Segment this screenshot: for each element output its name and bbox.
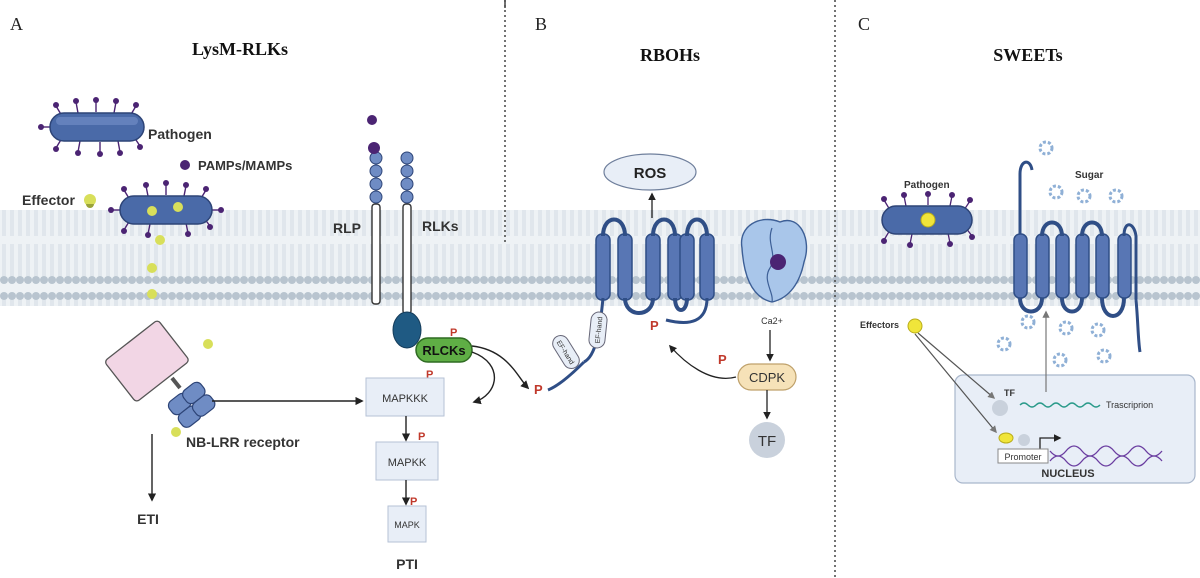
panel-c-title: SWEETs [993, 45, 1062, 65]
phospho-mapk: P [410, 496, 417, 508]
arrow-rlcks-mapkkk [471, 351, 496, 405]
mapkk-box [375, 441, 439, 481]
effector-label: Effector [22, 192, 75, 208]
pathogen-with-effectors-icon [108, 180, 224, 238]
pamp-bound-rlp-icon [368, 142, 380, 154]
calcium-channel-icon [740, 218, 808, 303]
panel-b-title: RBOHs [640, 45, 700, 65]
pathogen-label: Pathogen [148, 126, 212, 142]
arrow-effectors-tf [917, 332, 996, 399]
ef-hand-2-label: EF-hand [595, 316, 605, 344]
tf-bound-icon [1018, 434, 1030, 446]
transcription-label: Trascriprion [1106, 400, 1153, 410]
tf-node [749, 422, 785, 458]
ros-bubble [603, 153, 697, 191]
rlp-label: RLP [333, 220, 361, 236]
ros-label: ROS [634, 165, 667, 182]
arrow-rlcks-rboh [471, 345, 530, 390]
rlcks-node [415, 337, 473, 363]
tf-c-label: TF [1004, 388, 1015, 398]
ef-hand-2-icon: EF-hand [588, 311, 608, 349]
tf-c-node [992, 400, 1008, 416]
rlcks-label: RLCKs [422, 343, 465, 358]
nucleus-label: NUCLEUS [1041, 468, 1094, 480]
effectors-label: Effectors [860, 320, 899, 330]
sweet-transporter-icon [1013, 160, 1142, 353]
arrow-cdpk-rboh [668, 344, 737, 379]
promoter-label: Promoter [1004, 452, 1041, 462]
ca-label: Ca2+ [761, 316, 783, 326]
pamp-icon [180, 160, 190, 170]
phospho-rlcks: P [450, 327, 457, 339]
panel-a-title: LysM-RLKs [192, 39, 288, 59]
pathogen-c-icon [881, 191, 975, 248]
arrow-effectors-promoter [914, 333, 997, 434]
effectors-icon [907, 318, 923, 334]
dna-helix-icon [1049, 445, 1163, 467]
mapk-box [387, 505, 427, 543]
transcript-wave [1019, 402, 1101, 408]
mapkk-label: MAPKK [388, 457, 427, 469]
eti-label: ETI [137, 511, 159, 527]
effector-particles [147, 235, 213, 437]
panel-a-letter: A [10, 14, 23, 34]
pti-label: PTI [396, 556, 418, 572]
pamps-label: PAMPs/MAMPs [198, 158, 292, 173]
sugar-label: Sugar [1075, 170, 1103, 181]
phospho-cdpk: P [718, 352, 727, 367]
nb-lrr-label: NB-LRR receptor [186, 434, 300, 450]
panel-c-letter: C [858, 14, 870, 34]
cdpk-label: CDPK [749, 370, 785, 385]
rlks-label: RLKs [422, 218, 459, 234]
sugar-molecules-icon [996, 140, 1124, 368]
effector-icon [84, 194, 96, 208]
tf-label: TF [758, 433, 776, 450]
tss-arrow-icon [1039, 434, 1062, 452]
rlp-receptor-icon [369, 151, 383, 305]
mapkkk-label: MAPKKK [382, 393, 429, 405]
mapkkk-box [365, 377, 445, 417]
ef-hand-1-icon: EF-hand [552, 335, 580, 369]
pathogen-icon [38, 97, 145, 157]
panel-b-letter: B [535, 14, 547, 34]
phospho-rboh-n: P [534, 382, 543, 397]
pamp-free-icon [367, 115, 377, 125]
phospho-mapkk: P [418, 431, 425, 443]
promoter-box [997, 448, 1049, 464]
mapk-label: MAPK [394, 520, 420, 530]
nb-lrr-receptor-icon [105, 320, 216, 428]
phospho-mapkkk: P [426, 369, 433, 381]
effector-bound-icon [998, 432, 1014, 444]
pathogen-c-label: Pathogen [904, 180, 950, 191]
nucleus-box [954, 374, 1196, 484]
rlk-receptor-icon [392, 151, 422, 349]
phospho-rboh-c: P [650, 318, 659, 333]
